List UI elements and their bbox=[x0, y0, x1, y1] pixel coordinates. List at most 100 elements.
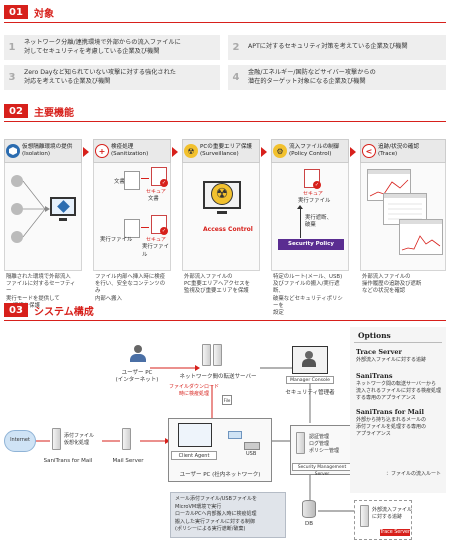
internet-label: Internet bbox=[10, 437, 30, 443]
database-icon bbox=[302, 500, 316, 518]
options-panel bbox=[350, 327, 446, 493]
trace-screenshot-3 bbox=[399, 219, 443, 255]
exe-label: 実行ファイル bbox=[100, 237, 133, 243]
function-description: 外部流入ファイルの操作履歴の追跡及び遮断などの状況を確認 bbox=[362, 274, 422, 295]
mail-server-icon bbox=[122, 428, 131, 450]
user-pc-internal-label: ユーザー PC (社内ネットワーク) bbox=[179, 472, 261, 478]
section-divider bbox=[4, 22, 446, 23]
option-description: 外部から持ち込まれるメールの添付ファイルを処理する専用のアプライアンス bbox=[356, 417, 427, 437]
secure-label: セキュア bbox=[146, 189, 166, 195]
flow-lines bbox=[23, 180, 50, 238]
target-item-4: 4 金融/エネルギー/国防などサイバー攻撃からの潜在的ターゲット対象になる企業及… bbox=[228, 65, 446, 90]
db-label: DB bbox=[304, 521, 313, 527]
plus-icon: + bbox=[95, 144, 109, 158]
option-name: Trace Server bbox=[356, 348, 402, 356]
radiation-icon: ☢ bbox=[211, 183, 233, 205]
section-title: 対象 bbox=[34, 8, 54, 20]
mail-icon bbox=[11, 203, 23, 215]
monitor-icon bbox=[292, 346, 328, 374]
option-name: SaniTrans bbox=[356, 372, 393, 380]
options-title: Options bbox=[358, 331, 391, 340]
transfer-server-icon bbox=[213, 344, 222, 366]
function-policy-control: ⚙ 流入ファイルの制御(Policy Control) ✓ セキュア 実行ファイ… bbox=[271, 139, 349, 335]
globe-icon bbox=[11, 231, 23, 243]
function-trace: < 追跡/状況の確認(Trace) 外部流入ファイルの操作履歴の追跡及び遮断など… bbox=[360, 139, 446, 335]
target-item-1: 1 ネットワーク分離/連携環境で外部からの流入ファイルに対してセキュリティを考慮… bbox=[4, 35, 220, 60]
target-number: 2 bbox=[232, 42, 240, 53]
cube-icon bbox=[6, 144, 20, 158]
function-sanitization: + 検疫処理(Sanitization) 文書 ✓ セキュア 文書 実行ファイル… bbox=[93, 139, 171, 335]
function-illustration bbox=[4, 163, 82, 271]
arrow-right-icon bbox=[172, 147, 178, 157]
secure-exe-label: 実行ファイル bbox=[142, 244, 169, 258]
file-icon: File bbox=[222, 395, 232, 405]
section-divider bbox=[4, 320, 446, 321]
discard-label: 破棄 bbox=[305, 222, 316, 228]
download-label: ファイルダウンロード時に検疫処理 bbox=[168, 384, 219, 397]
trace-server-icon bbox=[360, 505, 369, 527]
check-icon: ✓ bbox=[160, 179, 168, 187]
section-02-header: 02 主要機能 bbox=[4, 103, 74, 119]
function-illustration: 文書 ✓ セキュア 文書 実行ファイル ✓ セキュア 実行ファイル bbox=[93, 163, 171, 271]
transfer-server-label: ネットワーク間の転送サーバー bbox=[179, 374, 257, 380]
client-agent-label: Client Agent bbox=[171, 451, 217, 460]
target-text: APTに対するセキュリティ対策を考えている企業及び機関 bbox=[248, 43, 408, 51]
doc-label: 文書 bbox=[114, 179, 125, 185]
sanitrans-server-icon bbox=[52, 428, 61, 450]
function-title: 仮想隔離環境の提供(Isolation) bbox=[22, 144, 73, 157]
gear-icon: ⚙ bbox=[273, 144, 287, 158]
cloud-icon bbox=[4, 430, 36, 452]
access-control-label: Access Control bbox=[203, 226, 253, 233]
function-description: ファイル内部へ挿入時に検疫を行い、安全なコンテンツのみ内部へ搬入 bbox=[95, 274, 166, 302]
target-text: Zero Dayなど知られていない攻撃に対する強化された対応を考えている企業及び… bbox=[24, 69, 176, 85]
mail-server-label: Mail Server bbox=[112, 458, 144, 464]
sanitrans-mail-label: SaniTrans for Mail bbox=[43, 458, 93, 464]
section-number: 02 bbox=[4, 104, 28, 118]
monitor-icon bbox=[50, 197, 76, 216]
manager-console-label: Manager Console bbox=[286, 376, 334, 384]
monitor-icon bbox=[178, 423, 212, 447]
usb-icon bbox=[244, 442, 260, 450]
section-number: 01 bbox=[4, 5, 28, 19]
security-policy-label: Security Policy bbox=[278, 239, 344, 250]
function-title: 追跡/状況の確認(Trace) bbox=[378, 144, 420, 157]
check-icon: ✓ bbox=[160, 227, 168, 235]
usb-icon bbox=[11, 175, 23, 187]
secure-doc-label: 文書 bbox=[148, 196, 159, 202]
function-illustration: ☢ Access Control bbox=[182, 163, 260, 271]
function-header: ☢ PCの重要エリア保護(Surveillance) bbox=[182, 139, 260, 163]
secure-label: セキュア bbox=[303, 191, 323, 197]
user-icon bbox=[128, 345, 148, 363]
block-label: 実行遮断、 bbox=[305, 215, 332, 221]
section-03-header: 03 システム構成 bbox=[4, 302, 94, 318]
check-icon: ✓ bbox=[313, 181, 321, 189]
secure-label: セキュア bbox=[146, 237, 166, 243]
target-text: 金融/エネルギー/国防などサイバー攻撃からの潜在的ターゲット対象になる企業及び機… bbox=[248, 69, 376, 85]
function-illustration bbox=[360, 163, 446, 271]
security-admin-label: セキュリティ管理者 bbox=[285, 390, 335, 396]
function-header: 仮想隔離環境の提供(Isolation) bbox=[4, 139, 82, 163]
target-number: 1 bbox=[8, 42, 16, 53]
section-number: 03 bbox=[4, 303, 28, 317]
mail-icon bbox=[228, 431, 242, 439]
trace-server-tag: Trace Server bbox=[380, 529, 410, 536]
attach-label: 添付ファイル仮想化処理 bbox=[64, 433, 95, 446]
section-title: 主要機能 bbox=[34, 107, 74, 119]
option-description: 外部流入ファイルに対する追跡 bbox=[356, 357, 427, 363]
usb-label: USB bbox=[246, 451, 257, 457]
user-pc-internet-label: ユーザー PC(インターネット) bbox=[115, 370, 159, 383]
section-01-header: 01 対象 bbox=[4, 4, 54, 20]
management-server-icon bbox=[296, 432, 305, 454]
secure-exe-label: 実行ファイル bbox=[298, 198, 331, 204]
function-title: 検疫処理(Sanitization) bbox=[111, 144, 149, 157]
function-illustration: ✓ セキュア 実行ファイル 実行遮断、 破棄 Security Policy bbox=[271, 163, 349, 271]
sms-label: Security Management Server bbox=[292, 463, 352, 477]
management-functions-label: 認証管理ログ管理ポリシー管理 bbox=[309, 434, 340, 454]
section-divider bbox=[4, 121, 446, 122]
function-header: ⚙ 流入ファイルの制御(Policy Control) bbox=[271, 139, 349, 163]
option-description: ネットワーク間の転送サーバーから流入されるファイルに対する検疫処理する専用のアプ… bbox=[356, 381, 442, 401]
function-header: + 検疫処理(Sanitization) bbox=[93, 139, 171, 163]
function-title: PCの重要エリア保護(Surveillance) bbox=[200, 144, 253, 157]
